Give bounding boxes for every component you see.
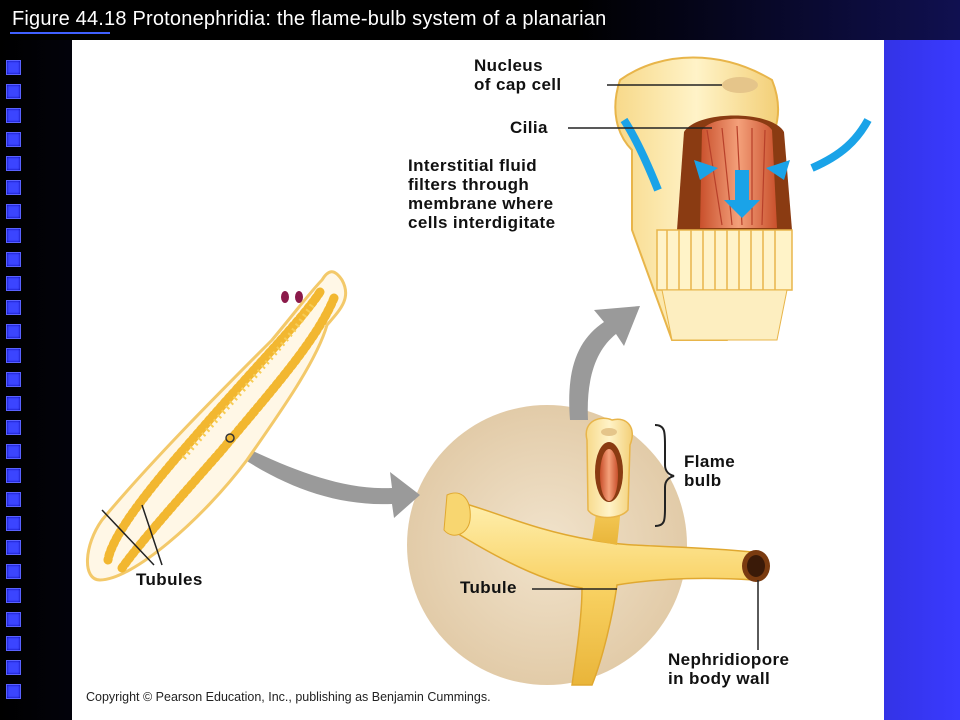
label-tubules: Tubules xyxy=(136,570,203,589)
label-tubule: Tubule xyxy=(460,578,517,597)
small-flame-bulb xyxy=(585,417,633,519)
label-interstitial-fluid: Interstitial fluid filters through membr… xyxy=(408,156,556,232)
eyespot-left xyxy=(281,291,289,303)
large-flame-bulb xyxy=(614,56,872,341)
slide-title: Figure 44.18 Protonephridia: the flame-b… xyxy=(12,8,607,30)
eyespot-right xyxy=(295,291,303,303)
label-nucleus-cap-cell: Nucleus of cap cell xyxy=(474,56,562,94)
grey-arrow-circle-to-bulb xyxy=(569,306,640,420)
title-bar: Figure 44.18 Protonephridia: the flame-b… xyxy=(0,0,960,40)
label-cilia: Cilia xyxy=(510,118,548,137)
copyright-text: Copyright © Pearson Education, Inc., pub… xyxy=(86,690,491,704)
label-flame-bulb: Flame bulb xyxy=(684,452,736,490)
figure-panel: Nucleus of cap cell Cilia Interstitial f… xyxy=(72,40,884,720)
label-nephridiopore: Nephridiopore in body wall xyxy=(668,650,790,688)
title-underline xyxy=(10,32,110,34)
grey-arrow-worm-to-circle xyxy=(230,442,420,518)
flame-bulb-diagram xyxy=(86,56,872,686)
decorative-square-column xyxy=(6,60,24,699)
planarian-worm xyxy=(86,270,348,582)
